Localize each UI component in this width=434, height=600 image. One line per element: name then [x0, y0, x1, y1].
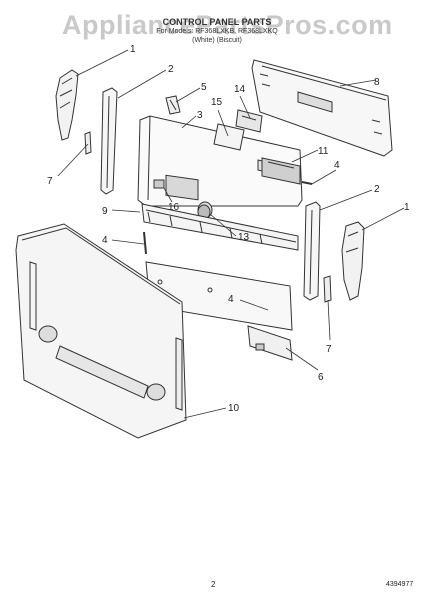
part-light-switch[interactable] [153, 179, 165, 189]
part-rear-cover[interactable] [251, 59, 393, 157]
part-switch-assembly[interactable] [261, 157, 301, 185]
callout-1-left: 1 [130, 44, 136, 55]
callout-1-right: 1 [404, 202, 410, 213]
callout-11: 11 [318, 146, 329, 157]
color-list: (White) (Biscuit) [192, 37, 242, 44]
leader-lines [57, 49, 405, 419]
part-lower-shield[interactable] [145, 261, 293, 361]
callout-2-left: 2 [168, 64, 174, 75]
part-side-bracket-left[interactable] [100, 87, 118, 195]
part-panel-trim[interactable] [141, 203, 299, 251]
part-end-cap-right[interactable] [341, 221, 365, 301]
callout-4-left: 4 [102, 235, 108, 246]
part-overlay[interactable] [213, 123, 245, 151]
callout-14: 14 [234, 84, 246, 95]
part-clock-timer[interactable] [235, 109, 263, 133]
model-list: For Models: RF368LXKB, RF368LXKQ [156, 28, 278, 35]
part-clip-left[interactable] [84, 131, 92, 155]
document-number: 4394977 [386, 581, 414, 588]
watermark: AppliancePartsPros.com [62, 10, 393, 40]
part-clip-right[interactable] [323, 275, 332, 303]
callout-labels: 1 2 5 3 15 14 8 11 4 2 1 7 16 13 9 4 4 7… [47, 44, 410, 414]
part-screw-left[interactable] [143, 231, 147, 255]
part-end-cap-left[interactable] [55, 69, 79, 141]
callout-9: 9 [102, 206, 108, 217]
callout-8: 8 [374, 77, 380, 88]
part-bracket[interactable] [165, 95, 181, 115]
callout-5: 5 [201, 82, 207, 93]
callout-3: 3 [197, 110, 203, 121]
part-screw-right[interactable] [301, 181, 313, 185]
callout-7-right: 7 [326, 344, 332, 355]
callout-7-left: 7 [47, 176, 53, 187]
callout-16: 16 [168, 202, 180, 213]
callout-2-right: 2 [374, 184, 380, 195]
callout-6: 6 [318, 372, 324, 383]
callout-15: 15 [211, 97, 223, 108]
callout-13: 13 [238, 232, 250, 243]
part-back-panel[interactable] [15, 223, 187, 439]
callout-4-middle: 4 [228, 294, 234, 305]
callout-10: 10 [228, 403, 240, 414]
page-number: 2 [211, 580, 216, 589]
diagram-title: CONTROL PANEL PARTS [162, 17, 272, 27]
callout-4-right: 4 [334, 160, 340, 171]
part-side-bracket-right[interactable] [303, 201, 321, 301]
